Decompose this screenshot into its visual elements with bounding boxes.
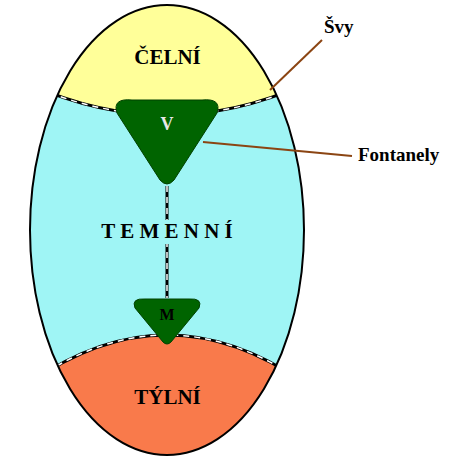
occipital-fill <box>20 335 314 461</box>
skull-outline <box>30 5 304 455</box>
fontanel-shape <box>112 98 222 186</box>
region-name: M <box>159 306 174 324</box>
posterior-fontanel: M <box>131 298 203 346</box>
leader-line <box>270 40 322 90</box>
suture-label: Švy <box>322 16 356 38</box>
region-name: TÝLNÍ <box>134 386 201 409</box>
region-name: T E M E N N Í <box>98 220 235 243</box>
region-name: ČELNÍ <box>134 46 201 69</box>
occipital-region: TÝLNÍ <box>130 383 205 413</box>
frontal-fill <box>20 0 314 115</box>
fontanel-fill <box>116 100 218 184</box>
region-name: V <box>161 115 174 135</box>
leader-line <box>203 142 352 156</box>
fontanel-label: Fontanely <box>356 144 441 166</box>
parietal-region: T E M E N N Í <box>94 217 240 247</box>
anterior-fontanel: V <box>112 98 222 186</box>
frontal-region: ČELNÍ <box>130 43 205 73</box>
fontanel-fill <box>134 299 200 344</box>
